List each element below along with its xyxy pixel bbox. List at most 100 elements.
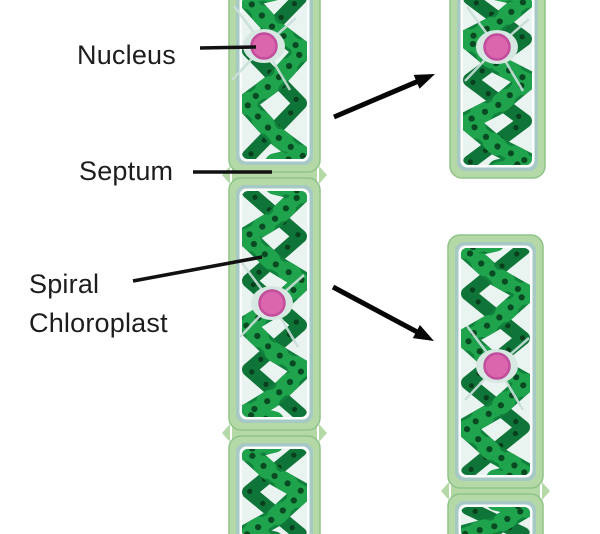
pyrenoid-dot xyxy=(486,446,493,453)
pyrenoid-dot xyxy=(248,412,255,417)
pyrenoid-dot xyxy=(519,74,526,81)
pyrenoid-dot xyxy=(288,110,294,116)
pyrenoid-dot xyxy=(247,488,253,494)
pyrenoid-dot xyxy=(513,374,520,381)
pyrenoid-dot xyxy=(501,278,508,285)
pyrenoid-dot xyxy=(506,92,513,99)
pyrenoid-dot xyxy=(287,143,294,150)
pyrenoid-dot xyxy=(496,314,503,321)
pyrenoid-dot xyxy=(482,133,490,140)
pyrenoid-dot xyxy=(285,269,292,276)
pyrenoid-dot xyxy=(285,156,292,159)
arrow-head xyxy=(413,74,435,89)
pyrenoid-dot xyxy=(289,525,295,531)
pyrenoid-dot xyxy=(244,531,251,534)
label-nucleus: Nucleus xyxy=(77,40,176,70)
spiral-chloroplast xyxy=(463,0,532,165)
pyrenoid-dot xyxy=(289,360,296,367)
septum-wing xyxy=(319,166,327,184)
pyrenoid-dot xyxy=(519,335,526,341)
pyrenoid-dot xyxy=(472,418,479,425)
pyrenoid-dot xyxy=(263,381,269,387)
pyrenoid-dot xyxy=(468,115,475,122)
nucleus xyxy=(483,33,511,61)
pyrenoid-dot xyxy=(250,282,256,288)
pyrenoid-dot xyxy=(521,157,528,164)
pyrenoid-dot xyxy=(519,34,525,40)
pyrenoid-dot xyxy=(284,480,291,487)
pyrenoid-dot xyxy=(248,151,254,157)
pyrenoid-dot xyxy=(264,83,271,91)
pyrenoid-dot xyxy=(514,285,522,293)
pyrenoid-dot xyxy=(272,261,279,268)
pyrenoid-dot xyxy=(258,356,264,362)
pyrenoid-dot xyxy=(249,452,256,459)
pyrenoid-dot xyxy=(463,426,471,433)
pyrenoid-dot xyxy=(485,410,492,417)
pyrenoid-dot xyxy=(521,469,528,475)
pyrenoid-dot xyxy=(470,32,477,39)
septum-wing xyxy=(319,424,327,442)
pyrenoid-dot xyxy=(470,248,477,251)
pyrenoid-dot xyxy=(261,251,268,258)
pyrenoid-dot xyxy=(476,527,483,534)
pyrenoid-dot xyxy=(514,161,521,165)
pyrenoid-dot xyxy=(254,113,261,120)
pyrenoid-dot xyxy=(297,487,304,494)
pyrenoid-dot xyxy=(256,269,262,275)
label-spiral-chloroplast: Spiral Chloroplast xyxy=(29,269,168,338)
arrow-head xyxy=(412,324,434,341)
pyrenoid-dot xyxy=(260,500,266,506)
pyrenoid-dot xyxy=(290,497,297,504)
pyrenoid-dot xyxy=(505,323,511,329)
nucleus-leader-line xyxy=(199,45,257,50)
pyrenoid-dot xyxy=(285,244,291,250)
pyrenoid-dot xyxy=(512,430,519,437)
pyrenoid-dot xyxy=(519,0,527,6)
pyrenoid-dot xyxy=(514,251,520,257)
pyrenoid-dot xyxy=(481,108,489,115)
pyrenoid-dot xyxy=(264,398,271,405)
pyrenoid-dot xyxy=(258,12,265,19)
pyrenoid-dot xyxy=(286,62,293,70)
pyrenoid-dot xyxy=(496,18,503,25)
pyrenoid-dot xyxy=(497,402,504,409)
cell xyxy=(447,234,544,489)
pyrenoid-dot xyxy=(465,338,472,345)
pyrenoid-dot xyxy=(268,516,275,524)
pyrenoid-dot xyxy=(513,125,519,131)
pyrenoid-dot xyxy=(296,51,303,59)
arrow-shaft xyxy=(333,77,422,120)
pyrenoid-dot xyxy=(295,232,301,238)
pyrenoid-dot xyxy=(506,347,512,353)
pyrenoid-dot xyxy=(279,507,286,514)
pyrenoid-dot xyxy=(265,343,272,350)
pyrenoid-dot xyxy=(299,152,306,159)
septum-wing xyxy=(542,482,550,500)
pyrenoid-dot xyxy=(506,472,513,475)
cell xyxy=(228,177,321,431)
pyrenoid-dot xyxy=(251,405,258,413)
pyrenoid-dot xyxy=(467,159,473,165)
spiral-chloroplast xyxy=(242,449,307,534)
fragmentation-arrow xyxy=(333,74,435,120)
septum-wing xyxy=(222,166,230,184)
spiral-chloroplast xyxy=(461,507,530,534)
pyrenoid-dot xyxy=(517,508,524,515)
pyrenoid-dot xyxy=(292,42,299,49)
chloroplast-band xyxy=(463,0,532,165)
pyrenoid-dot xyxy=(471,124,478,131)
pyrenoid-dot xyxy=(518,294,525,301)
pyrenoid-dot xyxy=(516,113,522,119)
pyrenoid-dot xyxy=(504,515,511,523)
cell xyxy=(228,0,321,173)
pyrenoid-dot xyxy=(507,304,514,311)
pyrenoid-dot xyxy=(475,436,482,443)
pyrenoid-dot xyxy=(278,14,284,20)
pyrenoid-dot xyxy=(252,92,259,100)
daughter-filament-bottom xyxy=(441,234,550,534)
pyrenoid-dot xyxy=(468,383,475,389)
pyrenoid-dot xyxy=(466,250,474,257)
pyrenoid-dot xyxy=(468,466,474,472)
pyrenoid-dot xyxy=(478,260,485,267)
